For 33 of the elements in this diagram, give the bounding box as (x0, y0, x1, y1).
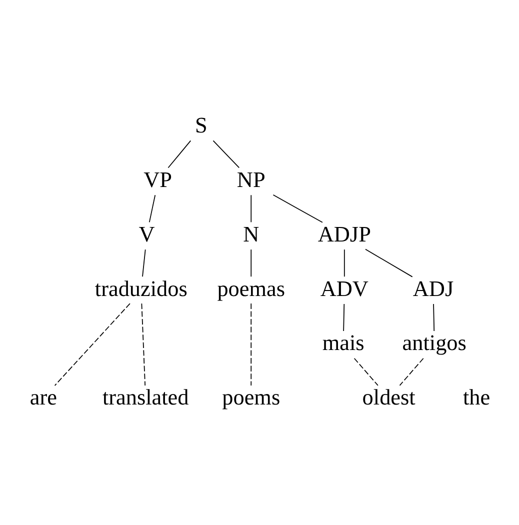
connector (212, 140, 240, 168)
node-text: ADJ (412, 275, 454, 300)
connector (272, 194, 322, 222)
node-text: ADJP (317, 220, 370, 246)
node-text: antigos (402, 330, 466, 355)
node-text: translated (102, 384, 188, 410)
connector (342, 303, 344, 331)
connector (364, 248, 412, 277)
connector (250, 194, 252, 222)
node-text: NP (236, 166, 265, 192)
connector (343, 248, 344, 277)
connector (432, 303, 434, 331)
connector (250, 248, 252, 277)
label: the (462, 384, 490, 410)
connector (142, 248, 146, 277)
connector (353, 357, 378, 386)
node-text: oldest (362, 384, 415, 410)
connector (250, 302, 252, 386)
node-text: are (29, 384, 56, 410)
node-text: mais (322, 330, 364, 355)
node-text: ADV (320, 275, 368, 300)
node-text: N (242, 220, 259, 246)
connector (398, 357, 424, 386)
node-text: VP (143, 166, 172, 192)
node-text: V (138, 220, 154, 246)
connector (148, 194, 156, 222)
node-text: traduzidos (94, 275, 187, 300)
connector (54, 302, 130, 386)
connector (140, 302, 146, 386)
node-text: S (194, 112, 207, 137)
connector (167, 140, 191, 168)
node-text: poemas (216, 275, 285, 300)
node-text: poems (222, 384, 280, 410)
